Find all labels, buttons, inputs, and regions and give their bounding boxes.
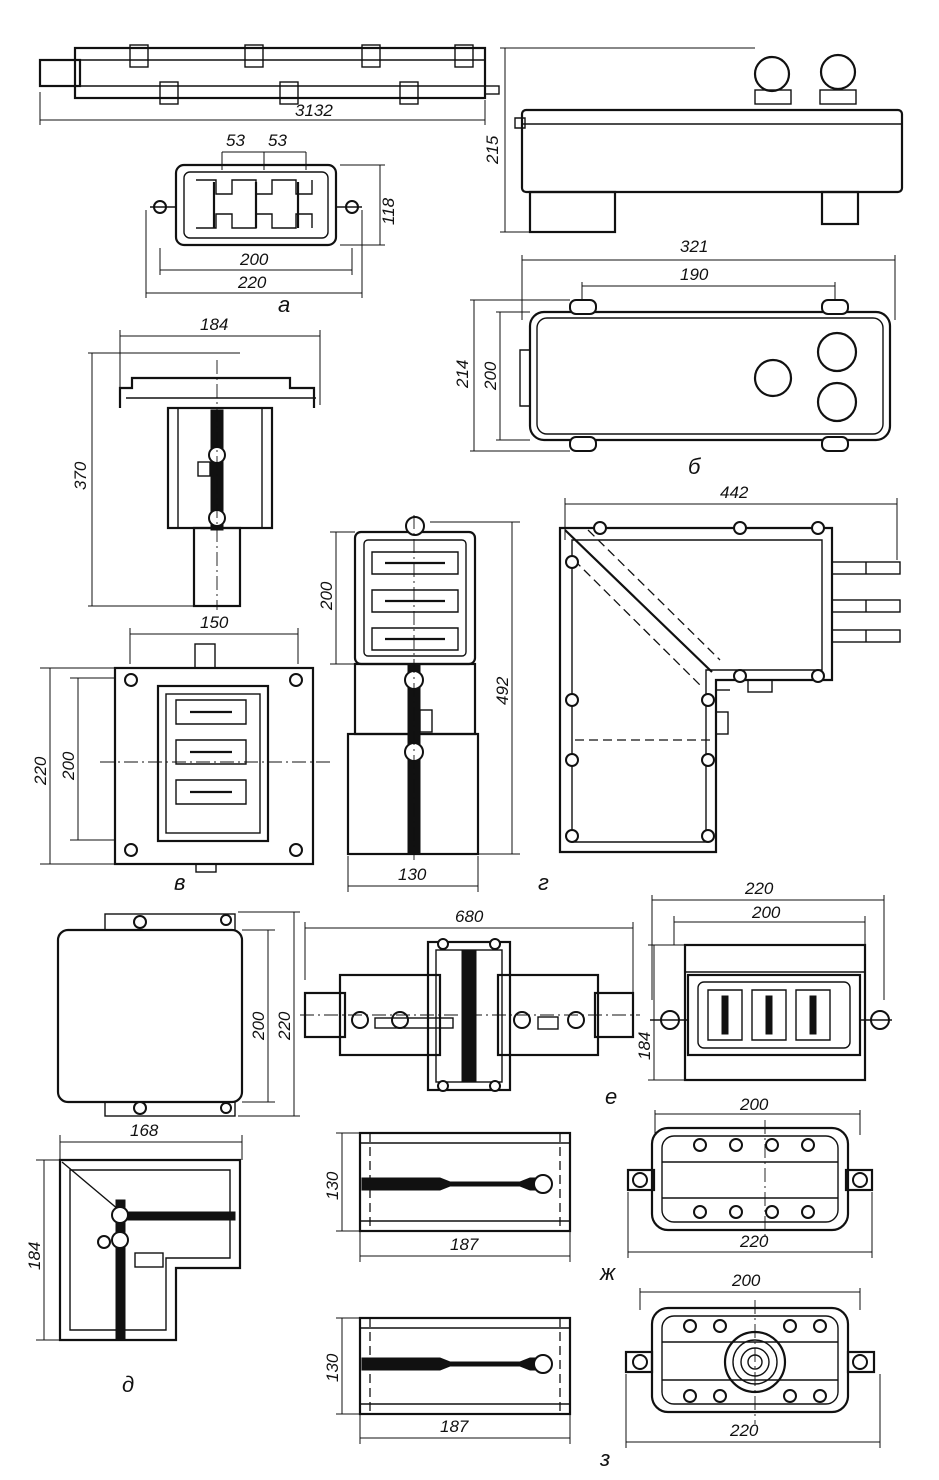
dim-z-length: 187 — [440, 1417, 469, 1436]
caption-z: з — [599, 1446, 610, 1471]
dim-zh-outer-width: 220 — [739, 1232, 769, 1251]
dim-a-length: 3132 — [295, 101, 333, 120]
dim-g-elbow-width: 442 — [720, 483, 749, 502]
dim-z-outer-width: 220 — [729, 1421, 759, 1440]
figure-e-coupling: 680 е — [300, 907, 640, 1109]
dim-a-inner-width: 200 — [239, 250, 269, 269]
figure-g-elbow: 442 — [558, 483, 901, 854]
figure-z-cross-section: 200 220 з — [599, 1271, 881, 1471]
dim-e-length: 680 — [455, 907, 484, 926]
dim-e-height: 184 — [635, 1032, 654, 1060]
figure-b-side-view: 215 — [483, 47, 904, 234]
figure-z-side-view: 130 187 — [323, 1316, 572, 1444]
caption-b: б — [688, 454, 702, 479]
dim-g-total-height: 492 — [493, 676, 512, 705]
figure-a-cross-section: 53 53 118 200 220 а — [145, 131, 398, 317]
dim-v-height: 370 — [71, 461, 90, 490]
dim-v-outer-height: 220 — [31, 756, 50, 786]
dim-v-width: 150 — [200, 613, 229, 632]
dim-a-pitch-1: 53 — [226, 131, 245, 150]
dim-zh-inner-width: 200 — [739, 1095, 769, 1114]
dim-b-height: 215 — [483, 135, 502, 165]
dim-z-inner-width: 200 — [731, 1271, 761, 1290]
caption-e: е — [605, 1084, 617, 1109]
caption-zh: ж — [599, 1260, 616, 1285]
caption-a: а — [278, 292, 290, 317]
dim-e-outer-width: 220 — [744, 879, 774, 898]
dim-v-inner-height: 200 — [59, 751, 78, 781]
figure-a-busway-run: 3132 — [38, 44, 500, 125]
dim-zh-height: 130 — [323, 1171, 342, 1200]
figure-b-top-view: 321 190 214 200 б — [453, 237, 896, 479]
figure-e-cross-section: 220 200 184 — [635, 879, 892, 1082]
figure-zh-side-view: 130 187 — [323, 1131, 572, 1262]
dim-e-inner-width: 200 — [751, 903, 781, 922]
figure-d-corner: 168 184 д — [25, 1121, 243, 1397]
dim-v-width-top: 184 — [200, 315, 228, 334]
dim-d-outer: 220 — [275, 1011, 294, 1041]
caption-d: д — [122, 1372, 134, 1397]
figure-v-side-view: 184 370 — [71, 315, 321, 610]
dim-a-outer-width: 220 — [237, 273, 267, 292]
dim-z-height: 130 — [323, 1353, 342, 1382]
dim-b-mount-spacing: 190 — [680, 265, 709, 284]
dim-a-pitch-2: 53 — [268, 131, 287, 150]
figure-zh-cross-section: 200 220 ж — [599, 1095, 874, 1285]
dim-g-section-height: 200 — [317, 581, 336, 611]
dim-b-inner-height: 200 — [481, 361, 500, 391]
dim-b-outer-height: 214 — [453, 360, 472, 389]
dim-zh-length: 187 — [450, 1235, 479, 1254]
caption-g: г — [538, 870, 549, 895]
figure-g-vertical-section: 200 492 130 г — [317, 515, 549, 895]
dim-d-inner: 200 — [249, 1011, 268, 1041]
figure-d-box: 200 220 — [56, 911, 300, 1117]
figure-v-top-view: 150 220 200 в — [31, 613, 330, 895]
dim-b-length: 321 — [680, 237, 708, 256]
caption-v: в — [174, 870, 185, 895]
dim-a-height: 118 — [379, 197, 398, 225]
dim-d-width: 168 — [130, 1121, 159, 1140]
dim-d-height: 184 — [25, 1242, 44, 1270]
dim-g-width: 130 — [398, 865, 427, 884]
